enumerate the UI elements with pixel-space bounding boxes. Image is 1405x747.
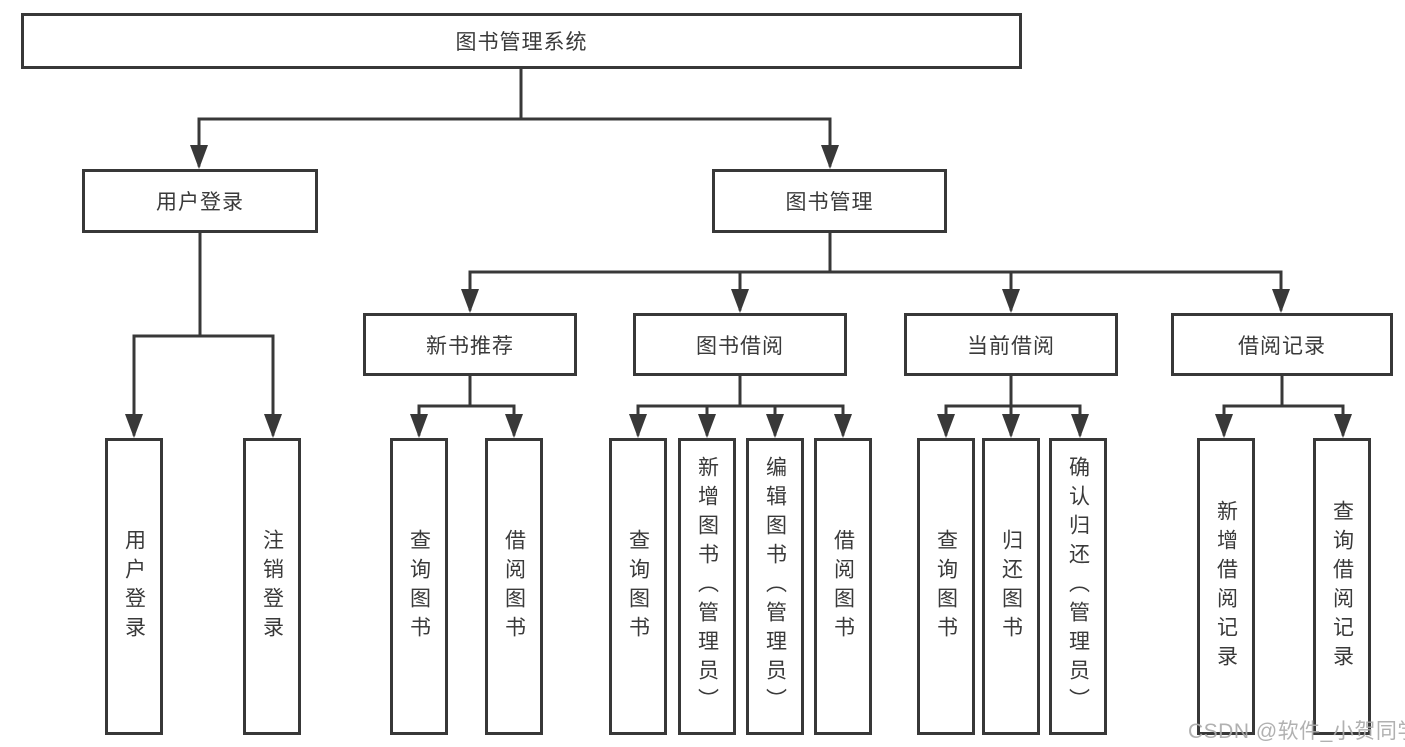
leaf-bb-edit-books-admin: 编辑图书（管理员） <box>746 438 804 735</box>
leaf-cb-confirm-return-admin-label: 确认归还（管理员） <box>1066 456 1090 717</box>
leaf-bb-edit-books-admin-label: 编辑图书（管理员） <box>763 456 787 717</box>
node-book-borrowing: 图书借阅 <box>633 313 847 376</box>
leaf-user-login-label: 用户登录 <box>122 528 146 645</box>
leaf-cb-query-books-label: 查询图书 <box>934 528 958 645</box>
leaf-nb-borrow-books: 借阅图书 <box>485 438 543 735</box>
connector-user-login-branch <box>132 230 275 436</box>
arrowhead-icons <box>125 145 1352 438</box>
node-current-borrowing: 当前借阅 <box>904 313 1118 376</box>
leaf-cb-confirm-return-admin: 确认归还（管理员） <box>1049 438 1107 735</box>
connector-new-book-branch <box>417 373 516 436</box>
connector-book-borrowing-branch <box>636 373 845 436</box>
connector-book-management-branch <box>468 230 1283 311</box>
node-new-book-recommendation: 新书推荐 <box>363 313 577 376</box>
leaf-br-query-borrow-record: 查询借阅记录 <box>1313 438 1371 735</box>
leaf-br-add-borrow-record: 新增借阅记录 <box>1197 438 1255 735</box>
leaf-cb-return-books: 归还图书 <box>982 438 1040 735</box>
leaf-nb-query-books: 查询图书 <box>390 438 448 735</box>
node-user-login: 用户登录 <box>82 169 318 233</box>
node-book-management: 图书管理 <box>712 169 947 233</box>
leaf-nb-query-books-label: 查询图书 <box>407 528 431 645</box>
node-root: 图书管理系统 <box>21 13 1022 69</box>
node-borrowing-records: 借阅记录 <box>1171 313 1393 376</box>
connector-borrowing-records-branch <box>1222 374 1345 436</box>
leaf-bb-borrow-books-label: 借阅图书 <box>831 528 855 645</box>
leaf-cb-return-books-label: 归还图书 <box>999 528 1023 645</box>
leaf-bb-query-books: 查询图书 <box>609 438 667 735</box>
csdn-watermark: CSDN @软件_小贺同学 <box>1188 720 1405 743</box>
leaf-bb-add-books-admin: 新增图书（管理员） <box>678 438 736 735</box>
leaf-bb-borrow-books: 借阅图书 <box>814 438 872 735</box>
leaf-br-add-borrow-record-label: 新增借阅记录 <box>1214 499 1238 674</box>
leaf-bb-add-books-admin-label: 新增图书（管理员） <box>695 456 719 717</box>
leaf-br-query-borrow-record-label: 查询借阅记录 <box>1330 499 1354 674</box>
leaf-logout: 注销登录 <box>243 438 301 735</box>
leaf-user-login: 用户登录 <box>105 438 163 735</box>
leaf-nb-borrow-books-label: 借阅图书 <box>502 528 526 645</box>
leaf-logout-label: 注销登录 <box>260 528 284 645</box>
connector-root-branch <box>197 66 832 167</box>
leaf-bb-query-books-label: 查询图书 <box>626 528 650 645</box>
leaf-cb-query-books: 查询图书 <box>917 438 975 735</box>
